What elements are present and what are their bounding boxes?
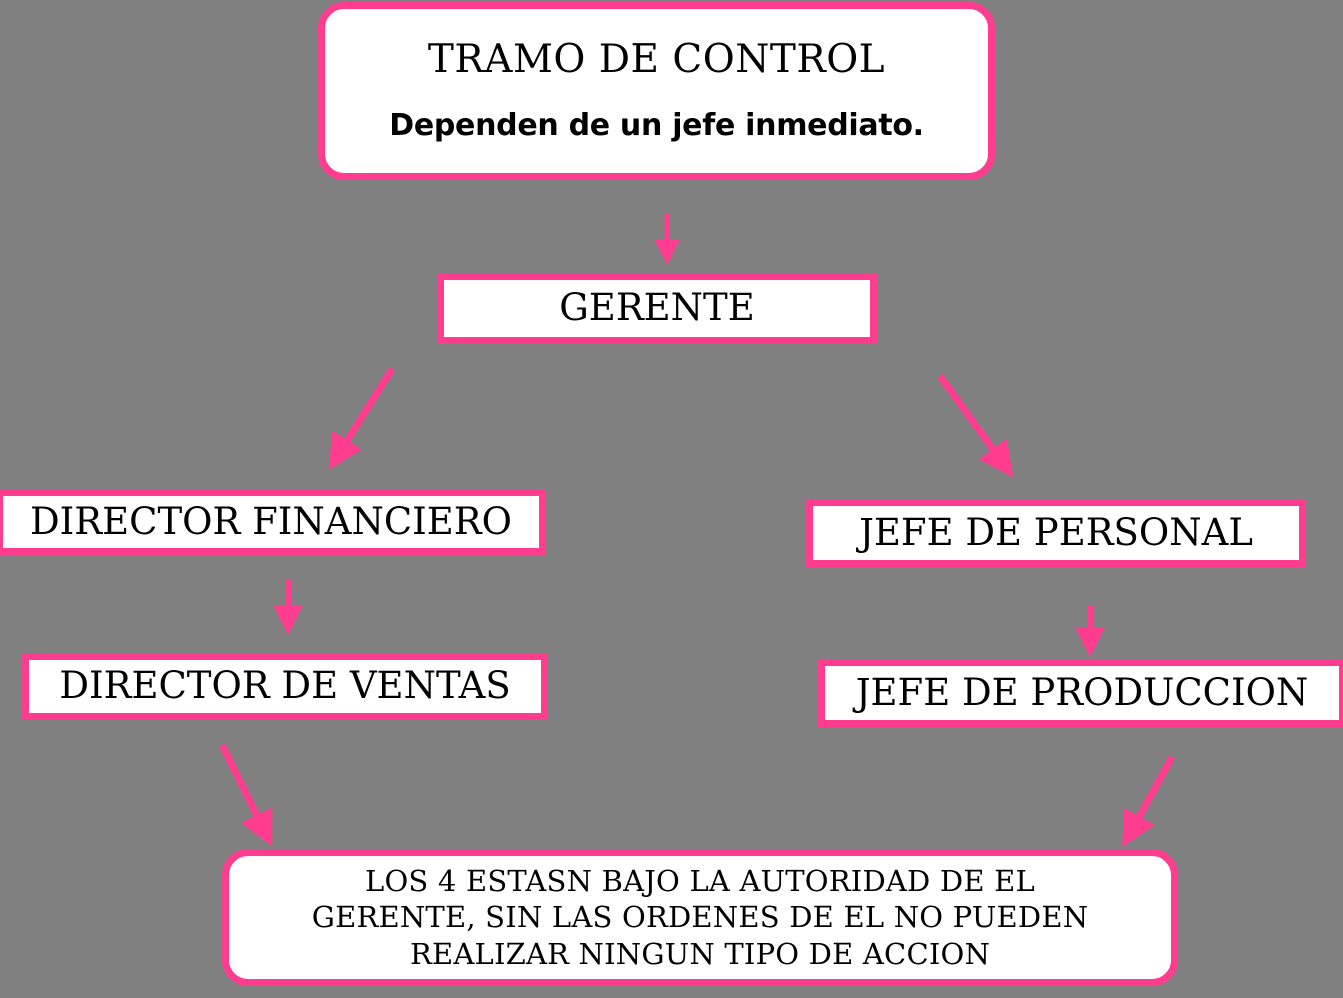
node-gerente-label: GERENTE: [559, 286, 755, 330]
node-jefe-de-produccion-label: JEFE DE PRODUCCION: [855, 670, 1309, 714]
node-root-subtitle: Dependen de un jefe inmediato.: [389, 108, 924, 144]
node-director-de-ventas[interactable]: DIRECTOR DE VENTAS: [22, 653, 548, 720]
arrow-gerente-to-jefe-personal: [937, 373, 1014, 478]
note-line-1: LOS 4 ESTASN BAJO LA AUTORIDAD DE EL: [365, 863, 1035, 898]
node-jefe-de-personal-label: JEFE DE PERSONAL: [859, 510, 1253, 554]
node-jefe-de-personal[interactable]: JEFE DE PERSONAL: [806, 499, 1306, 567]
node-jefe-de-produccion[interactable]: JEFE DE PRODUCCION: [818, 659, 1343, 727]
node-authority-note[interactable]: LOS 4 ESTASN BAJO LA AUTORIDAD DE EL GER…: [222, 849, 1178, 986]
node-director-financiero-label: DIRECTOR FINANCIERO: [30, 499, 512, 543]
arrow-jefe-produccion-to-note: [1122, 755, 1176, 848]
node-director-de-ventas-label: DIRECTOR DE VENTAS: [59, 664, 511, 708]
node-director-financiero[interactable]: DIRECTOR FINANCIERO: [0, 489, 546, 555]
note-line-3: REALIZAR NINGUN TIPO DE ACCION: [409, 936, 991, 971]
node-tramo-de-control[interactable]: TRAMO DE CONTROL Dependen de un jefe inm…: [318, 2, 995, 180]
node-root-title: TRAMO DE CONTROL: [427, 37, 886, 83]
node-gerente[interactable]: GERENTE: [437, 273, 877, 344]
arrow-gerente-to-director-financiero: [328, 367, 395, 470]
note-line-2: GERENTE, SIN LAS ORDENES DE EL NO PUEDEN: [311, 900, 1089, 935]
arrow-director-ventas-to-note: [218, 743, 273, 847]
